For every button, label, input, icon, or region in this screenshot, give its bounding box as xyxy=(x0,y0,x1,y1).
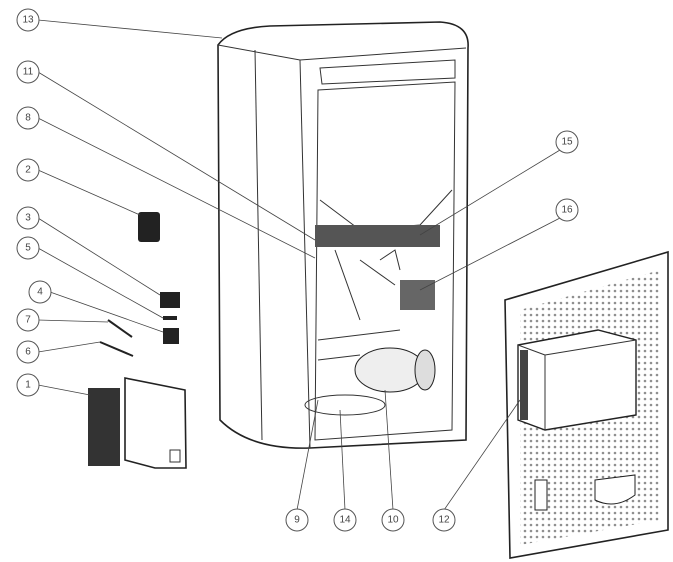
parts-left xyxy=(88,212,187,469)
svg-text:1: 1 xyxy=(25,380,31,391)
callout-11: 11 xyxy=(16,60,40,84)
svg-text:15: 15 xyxy=(561,137,573,148)
svg-text:14: 14 xyxy=(339,515,351,526)
callout-6: 6 xyxy=(16,340,40,364)
callout-12: 12 xyxy=(432,508,456,532)
leader-lines xyxy=(37,19,561,511)
callout-8: 8 xyxy=(16,106,40,130)
callout-2: 2 xyxy=(16,158,40,182)
callout-16: 16 xyxy=(555,198,579,222)
svg-text:10: 10 xyxy=(387,515,399,526)
svg-text:6: 6 xyxy=(25,347,31,358)
svg-text:13: 13 xyxy=(22,15,34,26)
svg-text:4: 4 xyxy=(37,287,43,298)
svg-text:9: 9 xyxy=(294,515,300,526)
svg-text:16: 16 xyxy=(561,205,573,216)
svg-text:3: 3 xyxy=(25,213,31,224)
callout-13: 13 xyxy=(16,8,40,32)
svg-text:12: 12 xyxy=(438,515,450,526)
callout-15: 15 xyxy=(555,130,579,154)
svg-text:11: 11 xyxy=(23,67,34,78)
callout-1: 1 xyxy=(16,373,40,397)
callout-10: 10 xyxy=(381,508,405,532)
svg-text:5: 5 xyxy=(25,243,31,254)
callout-3: 3 xyxy=(16,206,40,230)
callout-7: 7 xyxy=(16,308,40,332)
stove-body xyxy=(217,21,469,449)
svg-text:2: 2 xyxy=(25,165,31,176)
svg-text:7: 7 xyxy=(25,315,31,326)
svg-text:8: 8 xyxy=(25,113,31,124)
callout-4: 4 xyxy=(28,280,52,304)
callout-9: 9 xyxy=(285,508,309,532)
back-panel xyxy=(504,250,669,559)
callout-5: 5 xyxy=(16,236,40,260)
callout-14: 14 xyxy=(333,508,357,532)
